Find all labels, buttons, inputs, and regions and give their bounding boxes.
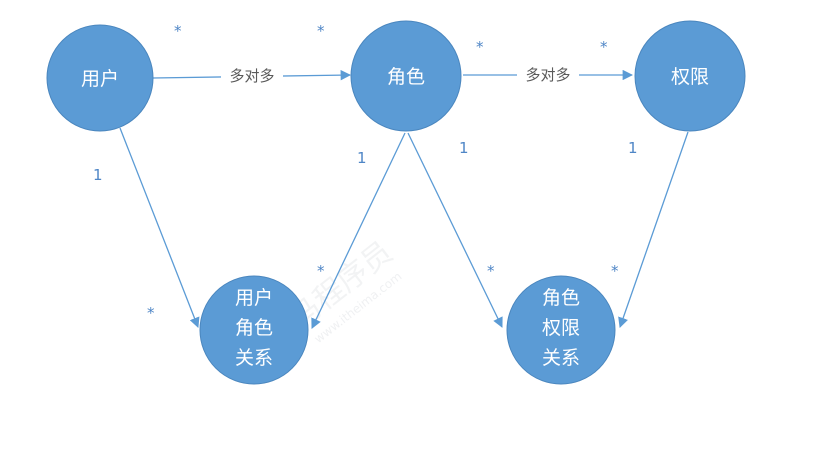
node-user-circle [46, 24, 154, 132]
node-role-permission-label-line: 关系 [542, 347, 580, 369]
edge-permission-to-role-permission [618, 131, 689, 328]
node-role-permission[interactable]: 角色 权限 关系 [506, 275, 616, 385]
edge-user-to-user-role [119, 127, 200, 328]
edge-role-to-role-permission [407, 132, 503, 328]
node-role[interactable]: 角色 [350, 20, 462, 132]
multiplicity-many: * [600, 38, 608, 56]
node-permission-label: 权限 [671, 66, 709, 88]
edge-label-role-permission: 多对多 [525, 66, 570, 84]
node-role-permission-circle [506, 275, 616, 385]
node-role-permission-label-line: 权限 [542, 317, 580, 339]
multiplicity-one: 1 [357, 149, 367, 167]
node-user[interactable]: 用户 [46, 24, 154, 132]
node-role-circle [350, 20, 462, 132]
multiplicity-one: 1 [93, 166, 103, 184]
multiplicity-one: 1 [459, 139, 469, 157]
multiplicity-many: * [487, 262, 495, 280]
multiplicity-many: * [147, 304, 155, 322]
edge-label-bg [517, 63, 579, 85]
node-permission[interactable]: 权限 [634, 20, 746, 132]
node-user-role-circle [199, 275, 309, 385]
node-user-role-label-line: 角色 [235, 317, 273, 339]
node-permission-circle [634, 20, 746, 132]
node-user-label: 用户 [81, 68, 119, 90]
multiplicity-many: * [317, 22, 325, 40]
node-role-label: 角色 [387, 66, 425, 88]
edge-role-to-user-role [311, 132, 406, 329]
node-role-permission-label-line: 角色 [542, 287, 580, 309]
node-user-role-label-line: 用户 [235, 287, 273, 309]
multiplicity-many: * [611, 262, 619, 280]
node-user-role[interactable]: 用户 角色 关系 [199, 275, 309, 385]
multiplicity-one: 1 [628, 139, 638, 157]
node-user-role-label-line: 关系 [235, 347, 273, 369]
multiplicity-many: * [476, 38, 484, 56]
multiplicity-many: * [317, 262, 325, 280]
edge-label-user-role: 多对多 [229, 67, 274, 85]
edge-label-bg [221, 64, 283, 86]
multiplicity-many: * [174, 22, 182, 40]
